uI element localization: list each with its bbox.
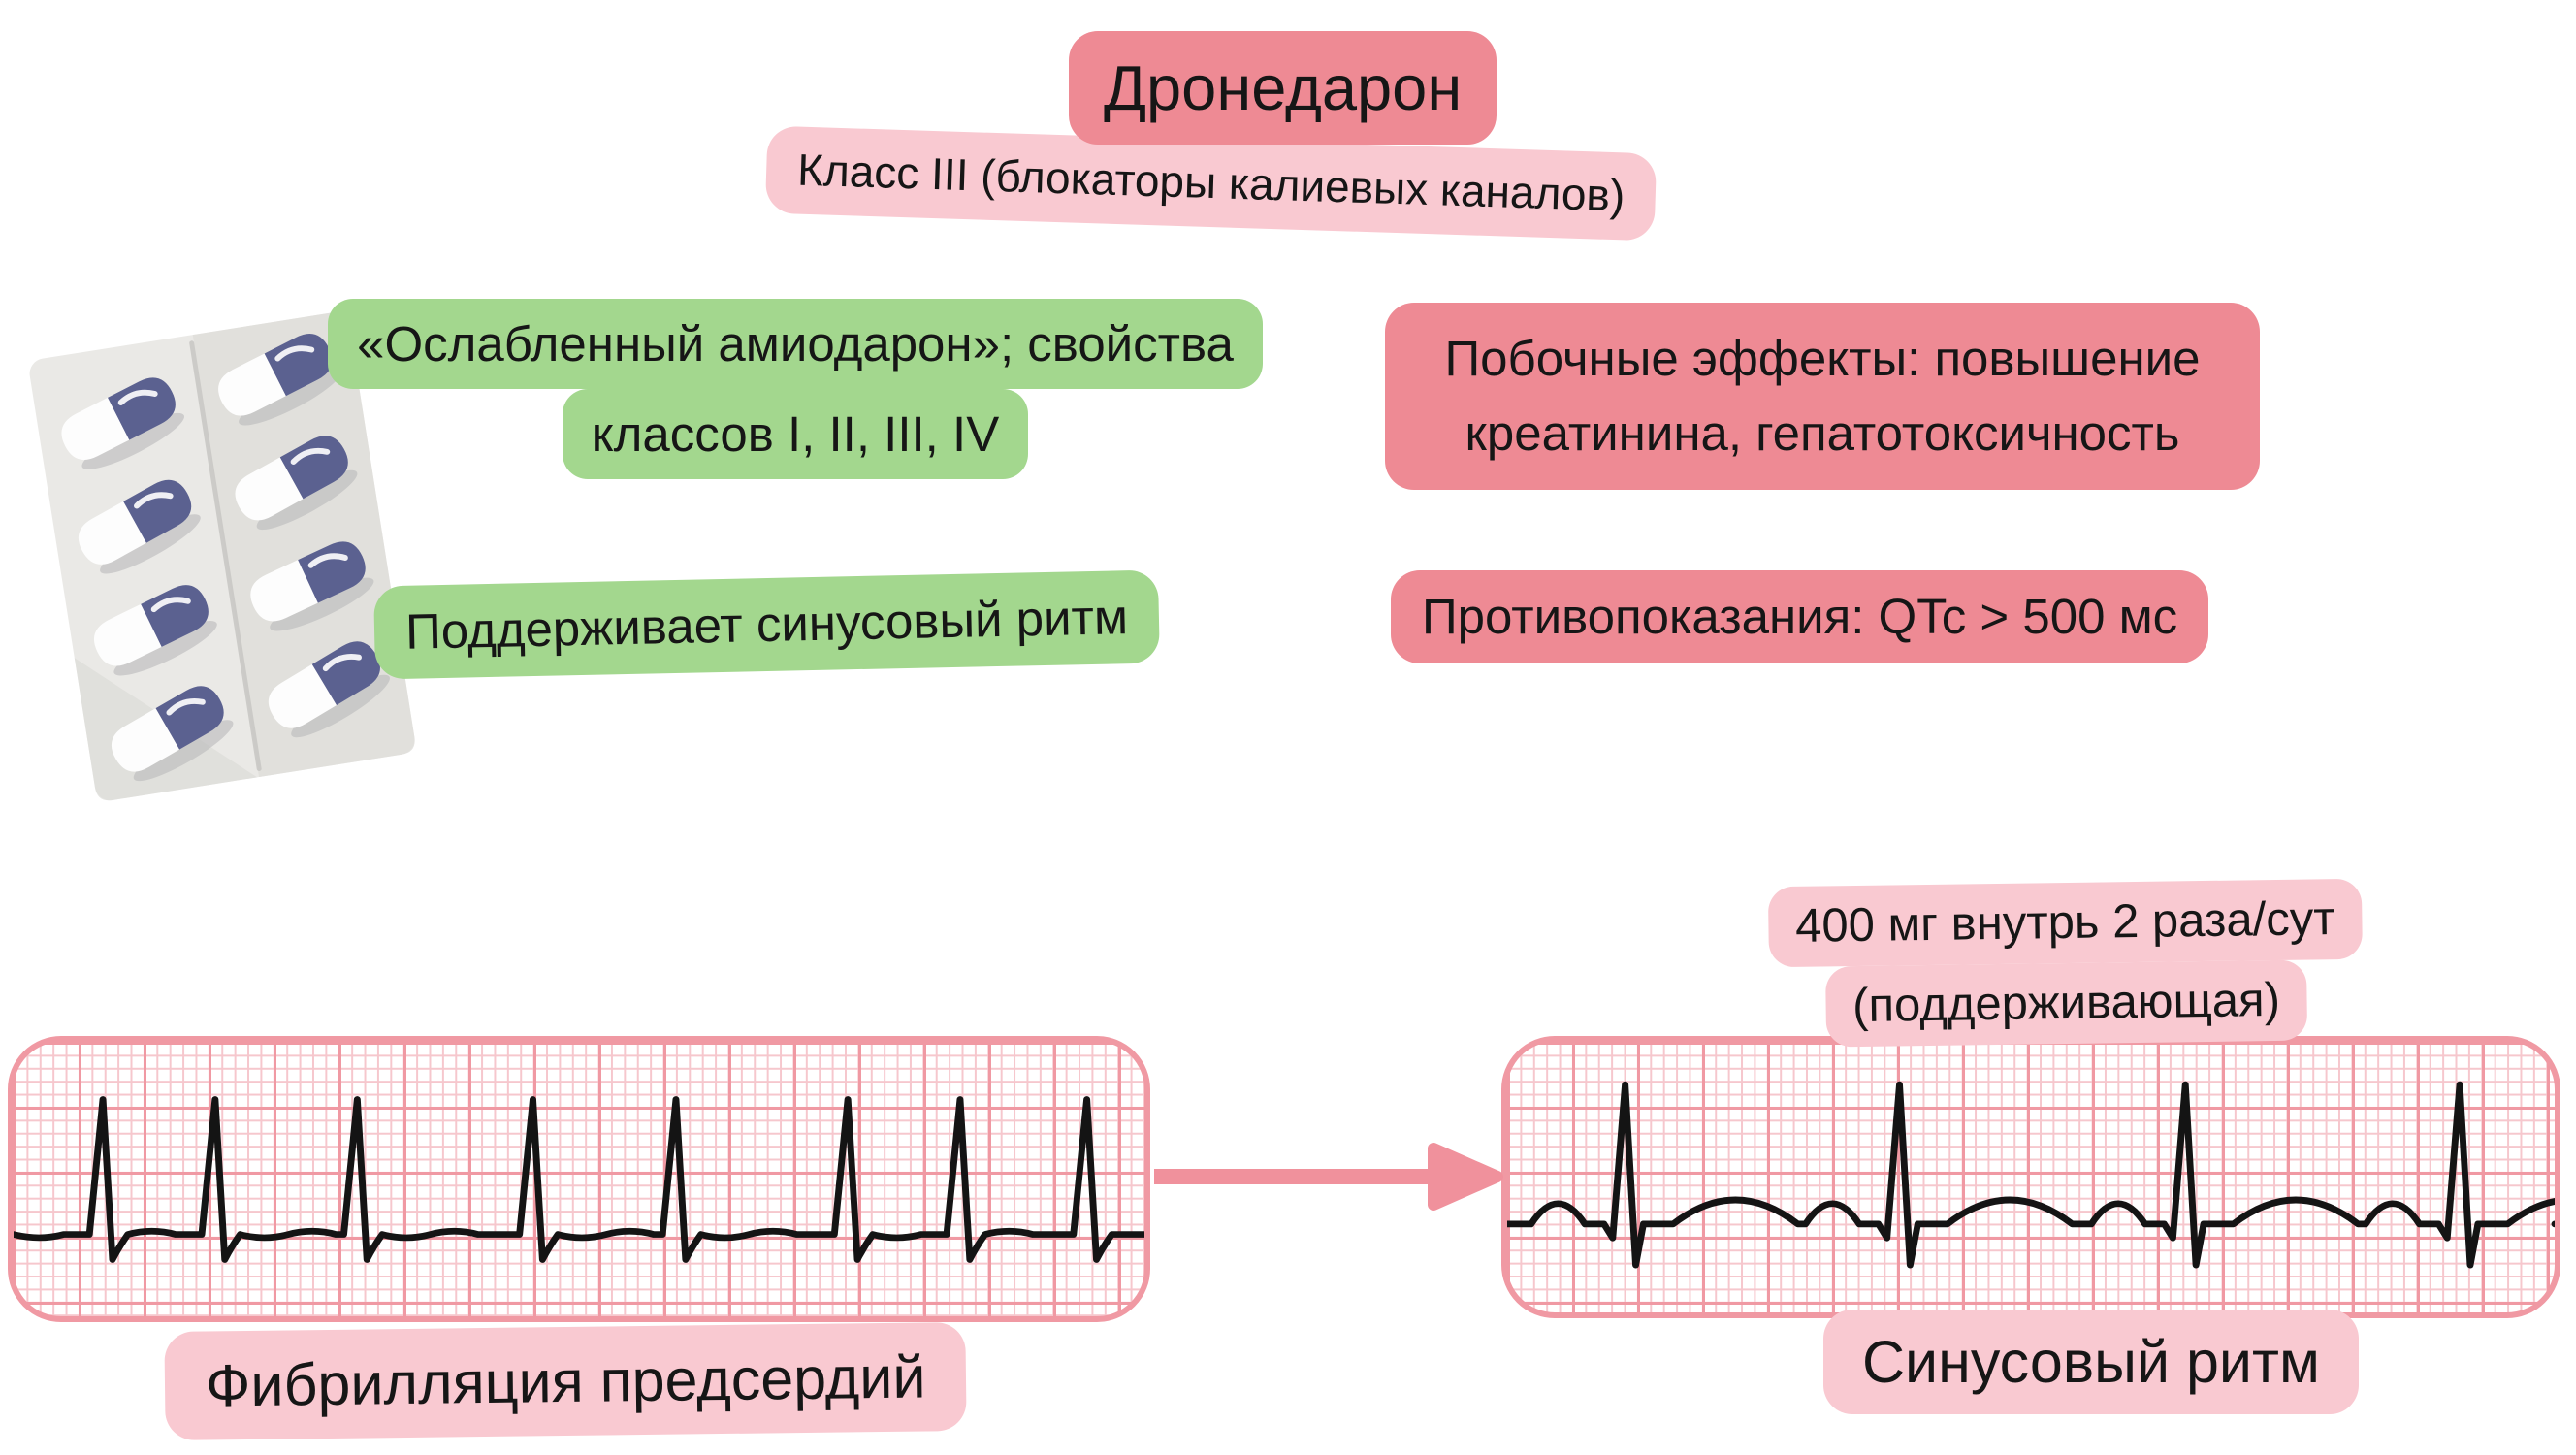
capsule bbox=[250, 541, 374, 631]
benefit-amiodarone-line1: «Ослабленный амиодарон»; свойства bbox=[328, 299, 1263, 390]
contraindication-badge: Противопоказания: QTc > 500 мс bbox=[1391, 570, 2209, 663]
pill-blister-svg bbox=[29, 312, 415, 801]
benefit-amiodarone-badge: «Ослабленный амиодарон»; свойства классо… bbox=[233, 299, 1358, 480]
ecg-strip-atrial-fibrillation bbox=[8, 1036, 1150, 1322]
benefit-amiodarone-line2: классов I, II, III, IV bbox=[562, 389, 1029, 480]
benefit-sinus-badge: Поддерживает синусовый ритм bbox=[373, 569, 1160, 680]
benefit-sinus-text: Поддерживает синусовый ритм bbox=[404, 589, 1129, 660]
dosage-badge: 400 мг внутрь 2 раза/сут (поддерживающая… bbox=[1706, 878, 2426, 1049]
drug-class-text: Класс III (блокаторы калиевых каналов) bbox=[796, 144, 1626, 221]
drug-title: Дронедарон bbox=[1104, 52, 1463, 123]
drug-title-badge: Дронедарон bbox=[1069, 31, 1497, 146]
side-effects-badge: Побочные эффекты: повышение креатинина, … bbox=[1385, 303, 2260, 490]
capsule bbox=[94, 585, 217, 676]
ecg-trace-sinus-svg bbox=[1507, 1081, 2555, 1269]
capsule bbox=[78, 479, 201, 574]
label-atrial-fibrillation: Фибрилляция предсердий bbox=[164, 1321, 968, 1441]
side-effects-line1: Побочные эффекты: повышение bbox=[1444, 331, 2201, 386]
arrow-right-icon bbox=[1154, 1143, 1503, 1211]
capsule bbox=[235, 436, 358, 531]
transition-arrow bbox=[1146, 1137, 1515, 1216]
blister-seam bbox=[189, 340, 262, 772]
dosage-line2: (поддерживающая) bbox=[1824, 959, 2308, 1048]
capsule bbox=[218, 333, 341, 426]
capsule bbox=[61, 377, 184, 469]
contraindication-text: Противопоказания: QTc > 500 мс bbox=[1422, 589, 2178, 644]
ecg-sinus-waveform bbox=[1507, 1081, 2555, 1269]
capsule bbox=[111, 686, 234, 782]
label-sinus-rhythm: Синусовый ритм bbox=[1823, 1310, 2359, 1415]
side-effects-line2: креатинина, гепатотоксичность bbox=[1465, 404, 2180, 461]
ecg-af-waveform bbox=[14, 1096, 1144, 1263]
ecg-trace-af-svg bbox=[14, 1096, 1144, 1263]
pill-blister-illustration bbox=[12, 312, 453, 807]
label-af-text: Фибрилляция предсердий bbox=[205, 1343, 926, 1419]
ecg-strip-sinus-rhythm bbox=[1501, 1036, 2560, 1318]
dosage-line1: 400 мг внутрь 2 раза/сут bbox=[1767, 878, 2364, 968]
label-sinus-text: Синусовый ритм bbox=[1862, 1329, 2320, 1395]
capsule bbox=[268, 641, 390, 738]
